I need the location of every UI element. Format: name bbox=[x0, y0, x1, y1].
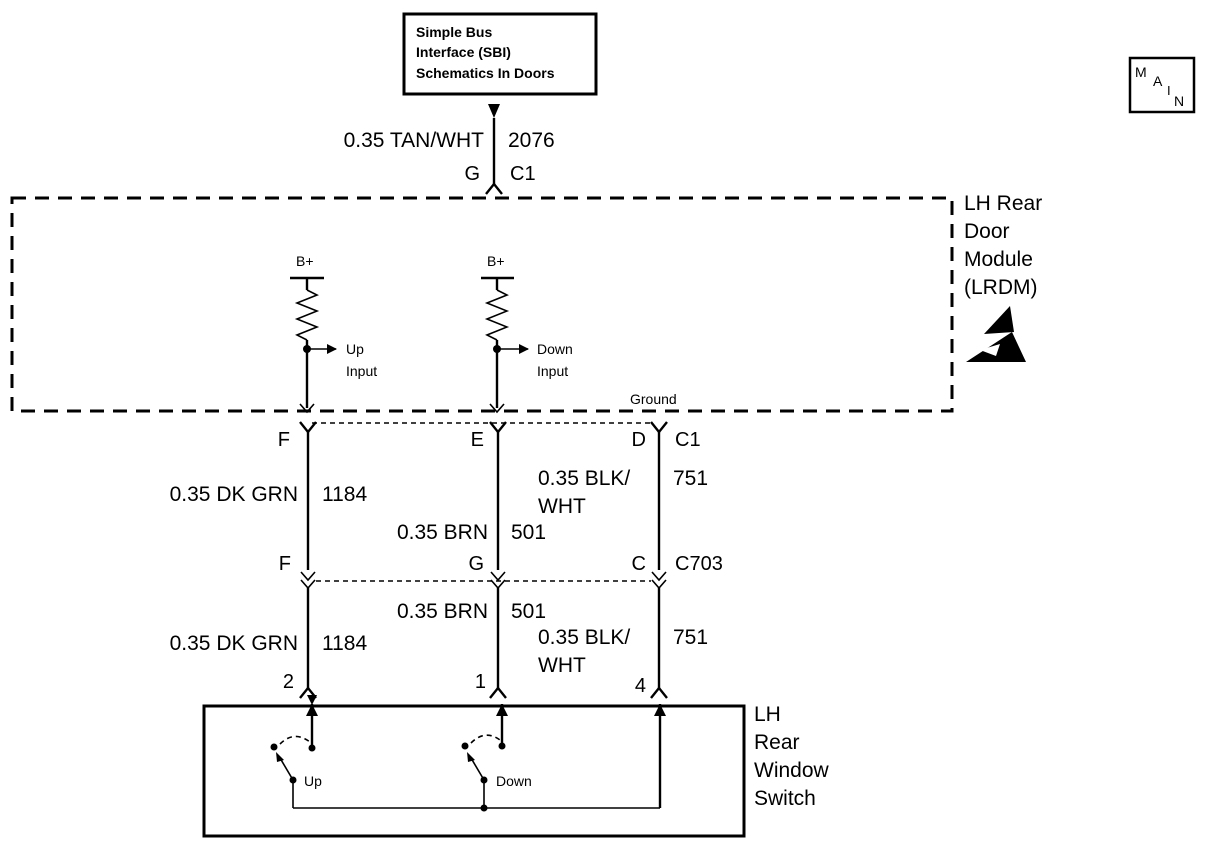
c703-pin-g: G bbox=[468, 553, 484, 575]
wire-1184-lower-spec: 0.35 DK GRN bbox=[170, 632, 298, 655]
c1-pin-g: G bbox=[464, 163, 480, 185]
wire-501-upper-circuit: 501 bbox=[511, 521, 546, 544]
down-switch-contact bbox=[498, 742, 506, 750]
c1-pin-e: E bbox=[471, 429, 484, 451]
down-switch-arrow bbox=[496, 704, 508, 716]
switch-name-1: LH bbox=[754, 703, 781, 726]
wire-751-upper-circuit: 751 bbox=[673, 467, 708, 490]
down-input-label-1: Down bbox=[537, 341, 573, 357]
down-input-label-2: Input bbox=[537, 363, 568, 379]
ground-bus-node bbox=[480, 804, 488, 812]
c1-pin-d-terminal bbox=[650, 421, 668, 434]
c1-pin-e-terminal bbox=[489, 421, 507, 434]
switch-pin-4: 4 bbox=[635, 675, 646, 697]
ground-return-arrow bbox=[654, 704, 666, 716]
wire-751-lower-spec-1: 0.35 BLK/ bbox=[538, 626, 630, 649]
rear-window-switch-box bbox=[202, 704, 746, 838]
wire-2076-spec: 0.35 TAN/WHT bbox=[344, 129, 485, 152]
up-switch-blade bbox=[279, 757, 294, 781]
down-switch-linkage bbox=[470, 734, 501, 744]
c1-pin-d: D bbox=[632, 429, 646, 451]
lrdm-name-1: LH Rear bbox=[964, 192, 1042, 215]
down-bplus-label: B+ bbox=[487, 253, 505, 269]
c1-pin-f-terminal bbox=[299, 421, 317, 434]
up-down-arrowhead bbox=[299, 403, 315, 414]
down-switch-label: Down bbox=[496, 773, 532, 789]
ground-label: Ground bbox=[630, 391, 677, 407]
wire-751-upper-spec-2: WHT bbox=[538, 495, 586, 518]
up-switch-label: Up bbox=[304, 773, 322, 789]
wire-751-lower-circuit: 751 bbox=[673, 626, 708, 649]
lrdm-name-2: Door bbox=[964, 220, 1010, 243]
c1-pin-f: F bbox=[278, 429, 290, 451]
switch-pin-2: 2 bbox=[283, 671, 294, 693]
c703-f-male bbox=[300, 571, 316, 582]
wire-1184-upper-circuit: 1184 bbox=[322, 483, 367, 506]
wire-1184-upper-spec: 0.35 DK GRN bbox=[170, 483, 298, 506]
up-pullup-resistor bbox=[294, 289, 320, 341]
switch-pin-1: 1 bbox=[475, 671, 486, 693]
switch-name-3: Window bbox=[754, 759, 830, 782]
main-badge-i: I bbox=[1167, 83, 1171, 98]
c703-pin-c: C bbox=[632, 553, 646, 575]
wire-751-lower-spec-2: WHT bbox=[538, 654, 586, 677]
lrdm-module-box bbox=[10, 196, 954, 413]
sbi-line2: Interface (SBI) bbox=[416, 44, 511, 60]
c703-connector-label: C703 bbox=[675, 553, 723, 575]
down-switch-blade bbox=[470, 757, 485, 781]
up-bplus-label: B+ bbox=[296, 253, 314, 269]
lrdm-name-3: Module bbox=[964, 248, 1033, 271]
c1-top-connector: C1 bbox=[510, 163, 536, 185]
up-input-label-1: Up bbox=[346, 341, 364, 357]
up-switch-linkage bbox=[279, 735, 311, 745]
wire-501-upper-spec: 0.35 BRN bbox=[397, 521, 488, 544]
esd-warning-icon bbox=[966, 306, 1026, 362]
c703-c-male bbox=[651, 571, 667, 582]
c703-g-male bbox=[490, 571, 506, 582]
switch-name-4: Switch bbox=[754, 787, 816, 810]
wire-501-lower-circuit: 501 bbox=[511, 600, 546, 623]
down-switch-blade-tip bbox=[467, 752, 475, 762]
sbi-terminal bbox=[488, 104, 500, 118]
switch-name-2: Rear bbox=[754, 731, 800, 754]
wire-1184-lower-circuit: 1184 bbox=[322, 632, 367, 655]
main-badge-a: A bbox=[1153, 73, 1163, 89]
c1-g-terminal bbox=[485, 182, 503, 195]
down-down-arrowhead bbox=[489, 403, 505, 414]
main-badge-n: N bbox=[1174, 93, 1184, 109]
wire-751-upper-spec-1: 0.35 BLK/ bbox=[538, 467, 630, 490]
wire-501-lower-spec: 0.35 BRN bbox=[397, 600, 488, 623]
lrdm-name-4: (LRDM) bbox=[964, 276, 1038, 299]
sbi-box bbox=[402, 12, 598, 96]
c703-pin-f: F bbox=[279, 553, 291, 575]
up-switch-open-contact bbox=[270, 743, 278, 751]
up-switch-contact bbox=[308, 744, 316, 752]
up-input-label-2: Input bbox=[346, 363, 377, 379]
switch-pin-4-terminal bbox=[650, 686, 668, 699]
main-badge bbox=[1128, 56, 1196, 114]
main-badge-m: M bbox=[1135, 64, 1147, 80]
switch-pin-1-terminal bbox=[489, 686, 507, 699]
down-pullup-resistor bbox=[484, 289, 510, 341]
up-switch-arrow bbox=[306, 704, 318, 716]
sbi-line1: Simple Bus bbox=[416, 24, 492, 40]
up-switch-blade-tip bbox=[276, 752, 284, 762]
sbi-line3: Schematics In Doors bbox=[416, 65, 555, 81]
down-switch-open-contact bbox=[461, 742, 469, 750]
switch-pin-2-terminal bbox=[299, 686, 317, 699]
wire-2076-circuit: 2076 bbox=[508, 129, 555, 152]
c1-connector-label: C1 bbox=[675, 429, 701, 451]
